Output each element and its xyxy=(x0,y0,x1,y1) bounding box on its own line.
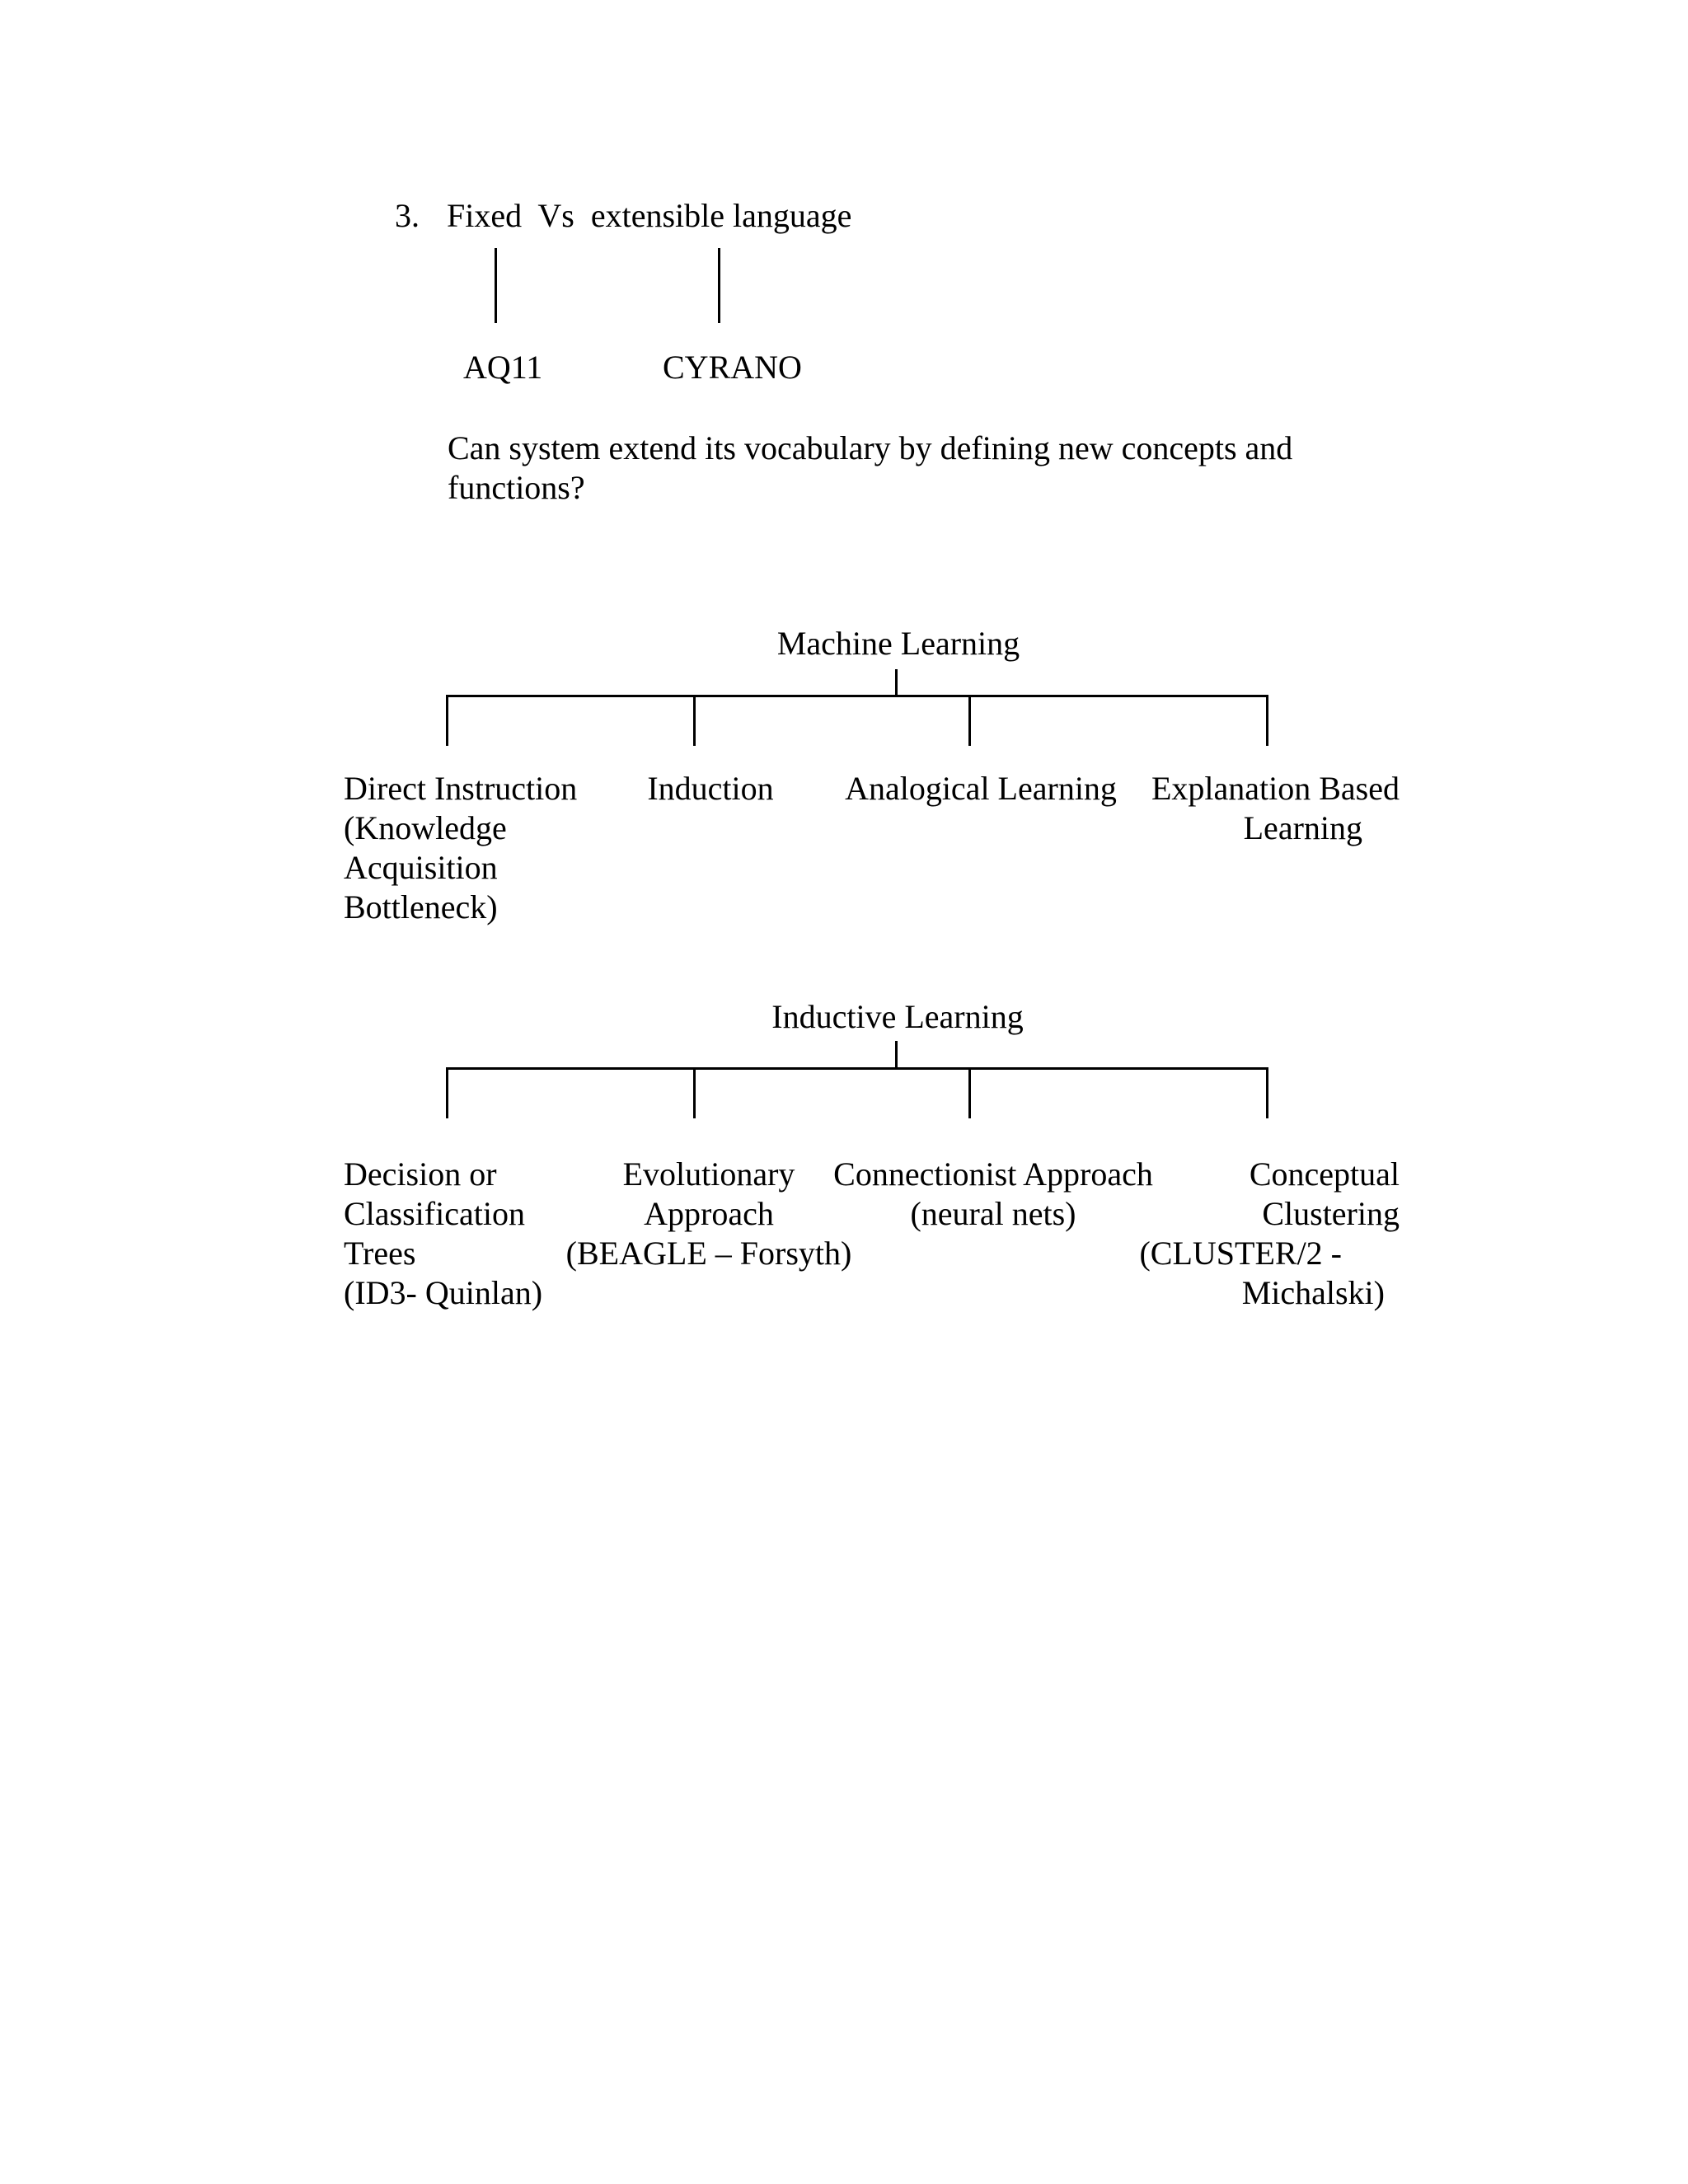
tree1-drop-line-2 xyxy=(693,695,696,746)
tree2-node-label-line: Approach xyxy=(644,1195,774,1232)
tree1-node-label-line: Direct Instruction xyxy=(344,770,578,807)
tree2-node-label-line: Clustering xyxy=(1262,1195,1400,1232)
tree2-node-label-line: Evolutionary xyxy=(622,1155,795,1193)
tree1-title: Machine Learning xyxy=(776,625,1020,662)
tree1-root-stub-line xyxy=(895,669,898,697)
question-line-1: Can system extend its vocabulary by defi… xyxy=(448,429,1293,466)
tree1-node-label-line: Learning xyxy=(1243,809,1362,846)
tree1-node-label-line: Bottleneck) xyxy=(344,888,498,926)
tree1-drop-line-3 xyxy=(968,695,971,746)
tree1-drop-line-4 xyxy=(1266,695,1268,746)
extensible-branch-line xyxy=(718,248,720,323)
branch-label-cyrano: CYRANO xyxy=(663,349,802,386)
tree2-node-decision-trees: Decision or Classification Trees (ID3- Q… xyxy=(344,1155,607,1313)
tree2-drop-line-3 xyxy=(968,1067,971,1118)
tree2-node-label-line: (CLUSTER/2 - xyxy=(1139,1235,1342,1272)
tree2-node-conceptual-clustering: Conceptual Clustering (CLUSTER/2 - Micha… xyxy=(1137,1155,1400,1313)
tree2-node-label-line: Decision or xyxy=(344,1155,497,1193)
tree2-node-label-line: Trees xyxy=(344,1235,416,1272)
tree2-node-label-line: Michalski) xyxy=(1241,1274,1385,1311)
tree1-node-explanation-based-learning: Explanation Based Learning xyxy=(1146,769,1400,848)
section-number: 3. xyxy=(395,197,420,234)
tree1-node-label-line: Explanation Based xyxy=(1151,770,1400,807)
tree1-node-direct-instruction: Direct Instruction (Knowledge Acquisitio… xyxy=(344,769,607,927)
fixed-branch-line xyxy=(495,248,497,323)
tree2-node-label-line: Classification xyxy=(344,1195,525,1232)
tree2-node-label-line: (neural nets) xyxy=(910,1195,1076,1232)
tree2-title: Inductive Learning xyxy=(771,998,1024,1035)
tree2-node-evolutionary-approach: Evolutionary Approach (BEAGLE – Forsyth) xyxy=(560,1155,857,1273)
tree2-node-label-line: (ID3- Quinlan) xyxy=(344,1274,543,1311)
tree2-drop-line-1 xyxy=(446,1067,448,1118)
tree2-drop-line-2 xyxy=(693,1067,696,1118)
question-paragraph: Can system extend its vocabulary by defi… xyxy=(448,429,1292,508)
tree2-node-label-line: Connectionist Approach xyxy=(833,1155,1153,1193)
tree2-node-connectionist-approach: Connectionist Approach (neural nets) xyxy=(824,1155,1162,1234)
tree1-node-analogical-learning: Analogical Learning xyxy=(832,769,1129,808)
section-heading: 3. Fixed Vs extensible language xyxy=(395,196,851,236)
tree2-node-label-line: Conceptual xyxy=(1249,1155,1400,1193)
tree1-node-induction: Induction xyxy=(587,769,834,808)
tree2-horizontal-line xyxy=(446,1067,1268,1070)
tree1-horizontal-line xyxy=(446,695,1268,697)
section-title: Fixed Vs extensible language xyxy=(447,197,852,234)
tree2-drop-line-4 xyxy=(1266,1067,1268,1118)
tree1-node-label-line: Induction xyxy=(647,770,774,807)
tree1-node-label-line: Acquisition xyxy=(344,849,498,886)
tree2-node-label-line: (BEAGLE – Forsyth) xyxy=(565,1235,852,1272)
tree2-root-stub-line xyxy=(895,1041,898,1069)
question-line-2: functions? xyxy=(448,469,585,506)
tree1-node-label-line: (Knowledge xyxy=(344,809,507,846)
branch-label-aq11: AQ11 xyxy=(463,349,543,386)
tree1-node-label-line: Analogical Learning xyxy=(845,770,1117,807)
tree1-drop-line-1 xyxy=(446,695,448,746)
